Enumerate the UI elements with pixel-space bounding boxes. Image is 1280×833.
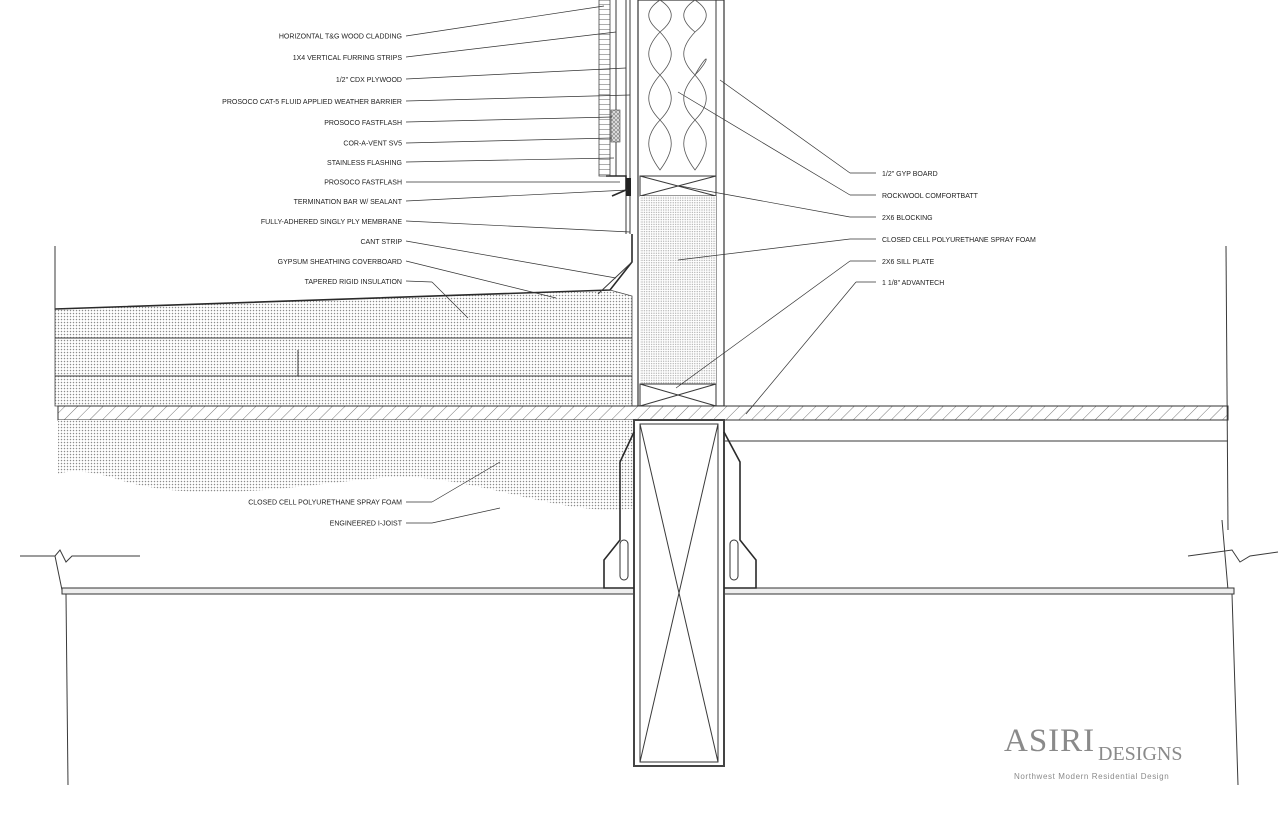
label-gypsum-coverboard: GYPSUM SHEATHING COVERBOARD <box>278 259 402 266</box>
annotations-lower: CLOSED CELL POLYURETHANE SPRAY FOAM ENGI… <box>248 500 403 528</box>
wood-cladding <box>598 0 611 177</box>
joist-hanger-left <box>603 431 635 589</box>
label-termination-bar: TERMINATION BAR W/ SEALANT <box>294 199 403 206</box>
label-wood-cladding: HORIZONTAL T&G WOOD CLADDING <box>279 34 402 41</box>
break-line-left <box>20 549 140 563</box>
logo-tagline: Northwest Modern Residential Design <box>1014 772 1169 781</box>
leaders-right <box>675 79 876 415</box>
logo-sub-text: DESIGNS <box>1098 743 1182 765</box>
label-advantech: 1 1/8" ADVANTECH <box>882 280 944 287</box>
label-cor-a-vent: COR-A-VENT SV5 <box>343 141 402 148</box>
label-cdx-plywood: 1/2" CDX PLYWOOD <box>336 77 402 84</box>
cor-a-vent <box>610 109 621 143</box>
label-tapered-insulation: TAPERED RIGID INSULATION <box>305 279 402 286</box>
annotations-left: HORIZONTAL T&G WOOD CLADDING 1X4 VERTICA… <box>222 34 403 287</box>
rockwool-batts <box>648 0 707 171</box>
floor-framing <box>20 245 1279 786</box>
logo-main-text: ASIRI <box>1004 723 1095 759</box>
break-line-right <box>1187 549 1279 563</box>
label-spray-foam-wall: CLOSED CELL POLYURETHANE SPRAY FOAM <box>882 237 1036 244</box>
advantech-subfloor <box>57 405 1229 421</box>
label-cant-strip: CANT STRIP <box>361 239 403 246</box>
label-spray-foam-joist: CLOSED CELL POLYURETHANE SPRAY FOAM <box>248 500 402 507</box>
label-weather-barrier: PROSOCO CAT-5 FLUID APPLIED WEATHER BARR… <box>222 99 402 106</box>
leaders-left <box>405 5 631 319</box>
upper-wall <box>598 0 725 407</box>
joist-hanger-right <box>723 431 757 589</box>
label-membrane: FULLY-ADHERED SINGLY PLY MEMBRANE <box>261 219 402 226</box>
label-gyp-board: 1/2" GYP BOARD <box>882 171 938 178</box>
label-furring-strips: 1X4 VERTICAL FURRING STRIPS <box>293 55 403 62</box>
joist-spray-foam <box>58 420 636 510</box>
label-fastflash-2: PROSOCO FASTFLASH <box>324 180 402 187</box>
right-wall-edge <box>1225 245 1229 531</box>
termination-bar <box>626 178 631 196</box>
label-fastflash-1: PROSOCO FASTFLASH <box>324 120 402 127</box>
wall-spray-foam <box>640 196 716 384</box>
label-rockwool: ROCKWOOL COMFORTBATT <box>882 193 979 200</box>
label-blocking: 2X6 BLOCKING <box>882 215 933 222</box>
roof-deck-assembly <box>54 234 633 407</box>
asiri-designs-logo: ASIRI DESIGNS Northwest Modern Residenti… <box>1004 723 1182 781</box>
label-sill-plate: 2X6 SILL PLATE <box>882 259 934 266</box>
label-i-joist: ENGINEERED I-JOIST <box>330 521 403 528</box>
stainless-flashing <box>606 175 627 197</box>
tapered-rigid-insulation <box>54 289 633 407</box>
annotations-right: 1/2" GYP BOARD ROCKWOOL COMFORTBATT 2X6 … <box>882 171 1036 287</box>
membrane <box>54 234 633 310</box>
leaders-lower <box>406 461 501 524</box>
label-stainless-flashing: STAINLESS FLASHING <box>327 160 402 167</box>
